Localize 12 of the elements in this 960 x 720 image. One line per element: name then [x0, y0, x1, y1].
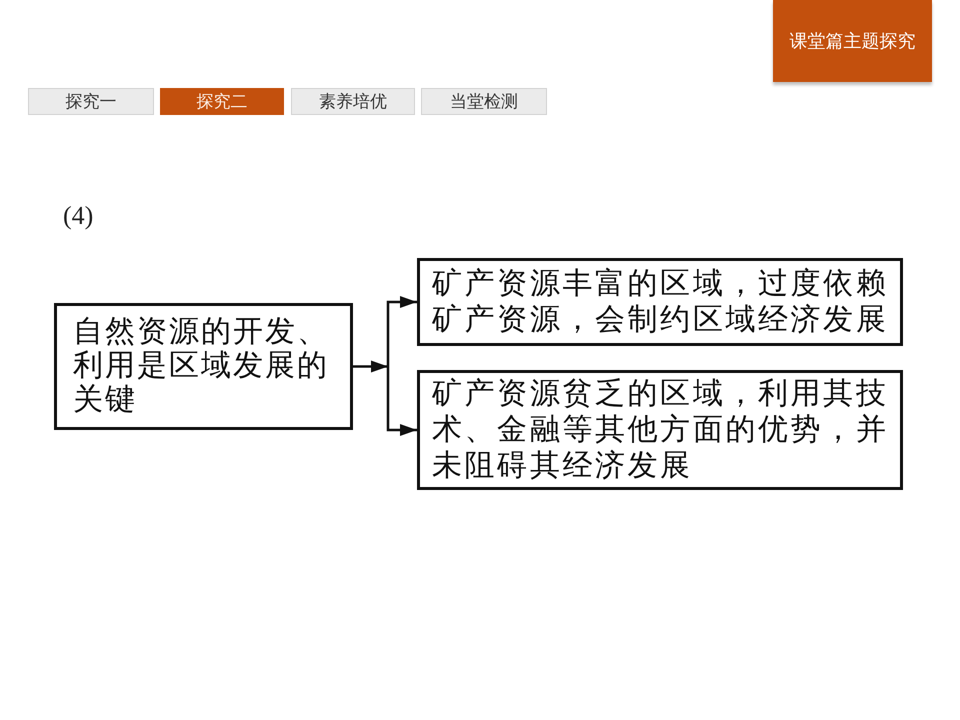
tab: 探究一 — [28, 88, 154, 115]
tab: 素养培优 — [291, 88, 415, 115]
tab: 探究二 — [160, 88, 284, 115]
section-banner: 课堂篇主题探究 — [773, 0, 932, 82]
process-box: 矿产资源贫乏的区域，利用其技术、金融等其他方面的优势，并未阻碍其经济发展 — [417, 370, 903, 490]
process-box: 矿产资源丰富的区域，过度依赖矿产资源，会制约区域经济发展 — [417, 258, 903, 346]
process-box: 自然资源的开发、利用是区域发展的关键 — [54, 303, 353, 430]
question-number: (4) — [63, 202, 94, 231]
arrow — [353, 360, 388, 372]
arrow — [386, 296, 417, 366]
tab: 当堂检测 — [421, 88, 547, 115]
arrow — [386, 366, 417, 436]
